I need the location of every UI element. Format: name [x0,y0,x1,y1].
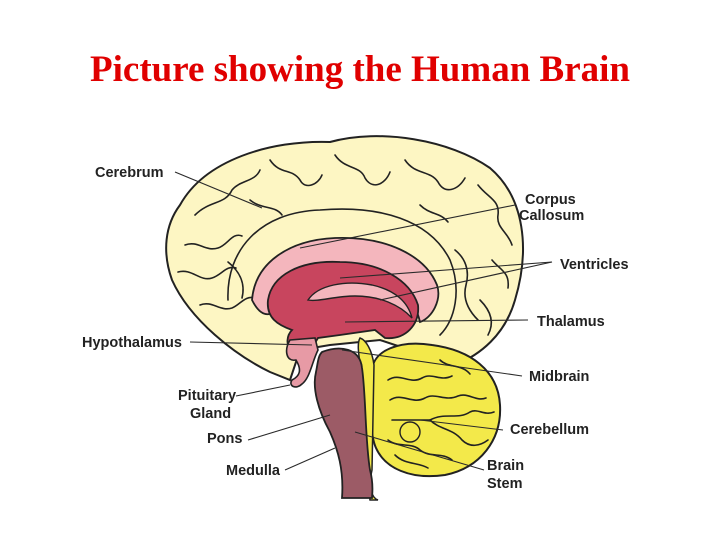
cerebrum-folds [177,154,513,336]
page-title: Picture showing the Human Brain [90,49,630,90]
label-midbrain: Midbrain [529,369,589,385]
cingulate-outline [227,208,457,336]
label-ventricles: Ventricles [560,257,629,273]
label-brain-stem-1: Brain [487,458,524,474]
leader-lines [174,171,553,471]
brain-stem-region [313,347,374,499]
label-pituitary-1: Pituitary [178,388,236,404]
label-pons: Pons [207,431,242,447]
label-cerebellum: Cerebellum [510,422,589,438]
label-hypothalamus: Hypothalamus [82,335,182,351]
label-medulla: Medulla [226,463,281,479]
thalamus-region [266,261,419,357]
label-cerebrum: Cerebrum [95,165,164,181]
label-thalamus: Thalamus [537,314,605,330]
label-brain-stem-2: Stem [487,476,522,492]
ventricle-region [306,282,413,319]
label-corpus-callosum-2: Callosum [519,208,584,224]
label-pituitary-2: Gland [190,406,231,422]
label-corpus-callosum-1: Corpus [525,192,576,208]
hypothalamus-region [285,337,319,388]
